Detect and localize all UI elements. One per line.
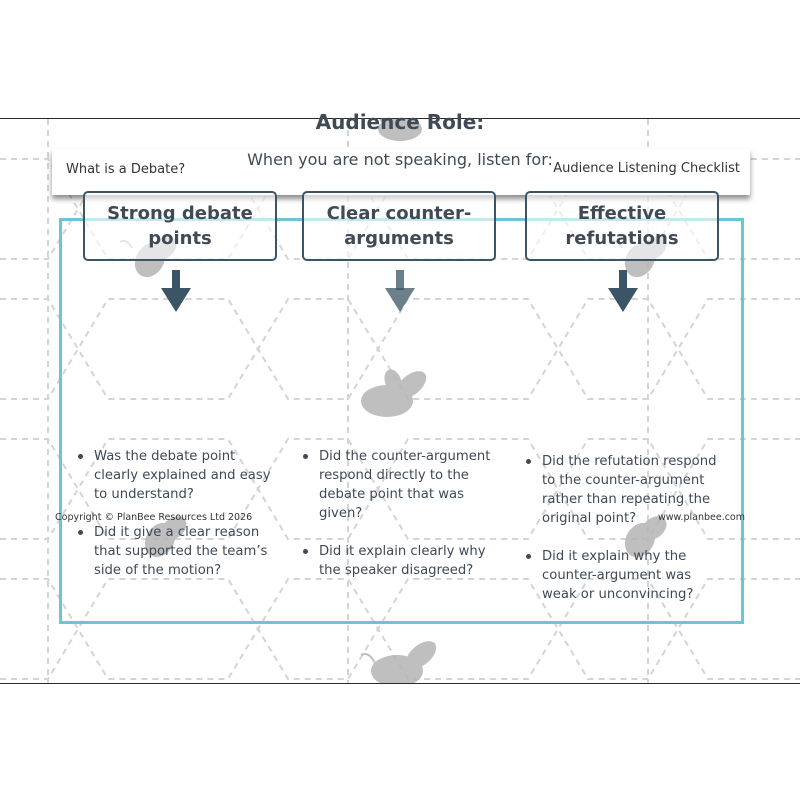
heading-box-effective-refutations: Effective refutations: [525, 191, 719, 261]
panel-title: Audience Role:: [315, 110, 485, 134]
worksheet-topic: What is a Debate?: [66, 162, 186, 177]
checklist-strong-debate-points: Was the debate point clearly explained a…: [76, 447, 276, 599]
panel-subtitle: When you are not speaking, listen for:: [247, 150, 553, 169]
list-item: Did the refutation respond to the counte…: [524, 452, 724, 528]
header-bar: What is a Debate? Audience Listening Che…: [52, 149, 750, 195]
list-item: Did it explain why the counter-argument …: [524, 547, 724, 604]
arrow-down-icon: [385, 270, 415, 312]
worksheet-title: Audience Listening Checklist: [553, 161, 740, 176]
list-item: Did the counter-argument respond directl…: [301, 447, 501, 523]
hexagon-background: [0, 119, 800, 683]
checklist-effective-refutations: Did the refutation respond to the counte…: [524, 452, 724, 623]
arrow-down-icon: [608, 270, 638, 312]
heading-box-clear-counter-arguments: Clear counter-arguments: [302, 191, 496, 261]
checklist-clear-counter-arguments: Did the counter-argument respond directl…: [301, 447, 501, 599]
list-item: Was the debate point clearly explained a…: [76, 447, 276, 504]
website-link[interactable]: www.planbee.com: [658, 512, 745, 523]
heading-box-strong-debate-points: Strong debate points: [83, 191, 277, 261]
list-item: Did it give a clear reason that supporte…: [76, 523, 276, 580]
list-item: Did it explain clearly why the speaker d…: [301, 542, 501, 580]
copyright-text: Copyright © PlanBee Resources Ltd 2026: [55, 512, 253, 523]
arrow-down-icon: [161, 270, 191, 312]
